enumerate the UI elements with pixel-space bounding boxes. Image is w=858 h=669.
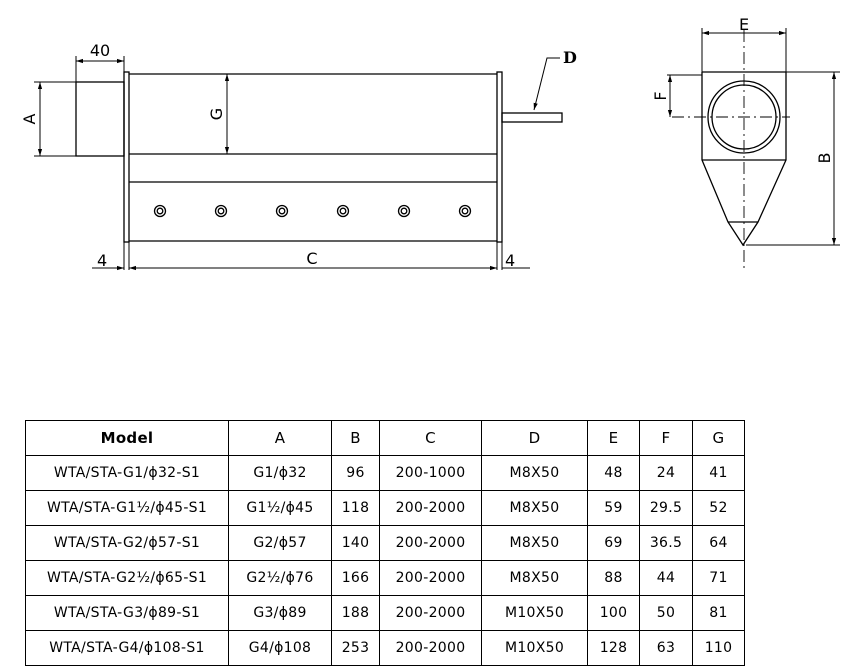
column-header-g: G: [692, 420, 745, 456]
right-flange: [496, 71, 503, 243]
column-header-f: F: [639, 420, 693, 456]
table-cell: G3/ϕ89: [228, 595, 332, 631]
dim-f-label: F: [651, 91, 670, 100]
table-cell: 48: [587, 455, 640, 491]
table-cell: M10X50: [481, 595, 588, 631]
table-cell: 253: [331, 630, 380, 666]
table-cell: 64: [692, 525, 745, 561]
front-view: [34, 56, 563, 271]
table-cell: 69: [587, 525, 640, 561]
terminal-rod: [501, 112, 563, 123]
vent-hole: [156, 207, 164, 215]
column-header-a: A: [228, 420, 332, 456]
table-cell: G1/ϕ32: [228, 455, 332, 491]
table-cell: 63: [639, 630, 693, 666]
dim-e-label: E: [739, 15, 749, 34]
dim-d-label: D: [563, 48, 577, 67]
table-cell: 52: [692, 490, 745, 526]
table-cell: M8X50: [481, 455, 588, 491]
table-cell: 200-2000: [379, 560, 482, 596]
vent-hole: [214, 204, 228, 218]
table-cell: 81: [692, 595, 745, 631]
table-cell: 71: [692, 560, 745, 596]
dim-a-label: A: [20, 113, 39, 124]
table-cell: 200-1000: [379, 455, 482, 491]
dim-b-label: B: [815, 153, 834, 164]
table-cell: G2/ϕ57: [228, 525, 332, 561]
vent-hole: [397, 204, 411, 218]
table-cell: 118: [331, 490, 380, 526]
table-cell: 166: [331, 560, 380, 596]
table-cell: G2½/ϕ76: [228, 560, 332, 596]
table-cell: G1½/ϕ45: [228, 490, 332, 526]
table-cell: 110: [692, 630, 745, 666]
vent-hole: [400, 207, 408, 215]
inlet-pipe: [75, 81, 125, 157]
side-body: [701, 71, 787, 247]
vent-hole: [339, 207, 347, 215]
table-cell: 188: [331, 595, 380, 631]
table-cell: M10X50: [481, 630, 588, 666]
table-cell: M8X50: [481, 525, 588, 561]
table-cell: WTA/STA-G2½/ϕ65-S1: [25, 560, 229, 596]
dim-c-label: C: [306, 249, 317, 268]
table-cell: WTA/STA-G3/ϕ89-S1: [25, 595, 229, 631]
table-cell: 24: [639, 455, 693, 491]
table-cell: 29.5: [639, 490, 693, 526]
table-cell: G4/ϕ108: [228, 630, 332, 666]
column-header-c: C: [379, 420, 482, 456]
column-header-model: Model: [25, 420, 229, 456]
vent-hole: [275, 204, 289, 218]
dim-40-label: 40: [90, 41, 110, 60]
table-cell: M8X50: [481, 560, 588, 596]
table-cell: 140: [331, 525, 380, 561]
vent-holes: [153, 204, 472, 218]
table-cell: 200-2000: [379, 490, 482, 526]
table-cell: 100: [587, 595, 640, 631]
table-cell: 59: [587, 490, 640, 526]
table-cell: 41: [692, 455, 745, 491]
table-cell: 200-2000: [379, 630, 482, 666]
left-flange: [123, 71, 130, 243]
vent-hole: [336, 204, 350, 218]
dim-4-right-label: 4: [505, 251, 515, 270]
vent-hole: [458, 204, 472, 218]
table-cell: 200-2000: [379, 525, 482, 561]
dim-g-label: G: [207, 108, 226, 120]
vent-hole: [461, 207, 469, 215]
table-cell: WTA/STA-G2/ϕ57-S1: [25, 525, 229, 561]
table-cell: 44: [639, 560, 693, 596]
column-header-b: B: [331, 420, 380, 456]
column-header-d: D: [481, 420, 588, 456]
table-cell: 50: [639, 595, 693, 631]
vent-hole: [217, 207, 225, 215]
side-view: [667, 28, 840, 268]
technical-drawing: 40 A G D C 4 4 E F B: [20, 15, 840, 271]
table-cell: WTA/STA-G1/ϕ32-S1: [25, 455, 229, 491]
vent-hole: [278, 207, 286, 215]
table-cell: 96: [331, 455, 380, 491]
table-cell: 200-2000: [379, 595, 482, 631]
table-cell: 88: [587, 560, 640, 596]
dim-4-left-label: 4: [97, 251, 107, 270]
vent-hole: [153, 204, 167, 218]
table-cell: WTA/STA-G1½/ϕ45-S1: [25, 490, 229, 526]
column-header-e: E: [587, 420, 640, 456]
table-cell: 36.5: [639, 525, 693, 561]
table-cell: WTA/STA-G4/ϕ108-S1: [25, 630, 229, 666]
table-cell: 128: [587, 630, 640, 666]
table-cell: M8X50: [481, 490, 588, 526]
